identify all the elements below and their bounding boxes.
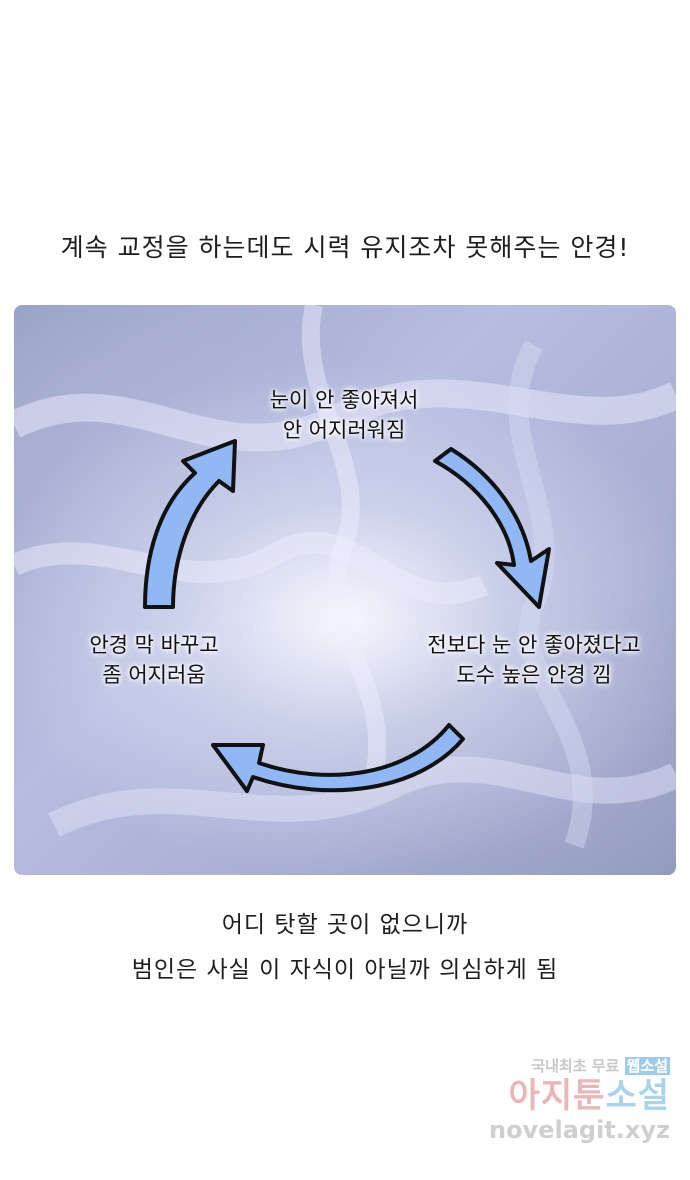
site-watermark: 국내최초 무료 웹소설 아지툰소설 novelagit.xyz	[470, 1055, 670, 1144]
caption-bottom-line1: 어디 탓할 곳이 없으니까	[221, 912, 469, 938]
caption-bottom-line2: 범인은 사실 이 자식이 아닐까 의심하게 됨	[131, 957, 559, 983]
cycle-step-left-line1: 안경 막 바꾸고	[89, 633, 219, 657]
watermark-tag-highlight: 웹소설	[624, 1057, 670, 1075]
arrow-clockwise-bottom	[211, 723, 465, 793]
caption-top: 계속 교정을 하는데도 시력 유지조차 못해주는 안경!	[60, 233, 630, 262]
cycle-step-top-line1: 눈이 안 좋아져서	[269, 388, 419, 412]
cycle-panel: 눈이 안 좋아져서 안 어지러워짐 전보다 눈 안 좋아졌다고 도수 높은 안경…	[14, 305, 676, 875]
watermark-tag-prefix: 국내최초 무료	[531, 1057, 620, 1075]
cycle-step-left: 안경 막 바꾸고 좀 어지러움	[54, 630, 254, 690]
marble-texture	[14, 305, 676, 849]
watermark-tagline: 국내최초 무료 웹소설	[470, 1055, 670, 1076]
cycle-step-right-line1: 전보다 눈 안 좋아졌다고	[427, 633, 641, 657]
watermark-title: 아지툰소설	[470, 1076, 670, 1116]
arrow-clockwise-right	[433, 447, 551, 609]
watermark-url: novelagit.xyz	[488, 1116, 670, 1144]
cycle-step-top: 눈이 안 좋아져서 안 어지러워짐	[244, 385, 444, 445]
arrow-clockwise-left	[143, 439, 237, 609]
cycle-step-right: 전보다 눈 안 좋아졌다고 도수 높은 안경 낌	[389, 630, 676, 690]
watermark-title-b: 소설	[605, 1076, 670, 1116]
cycle-step-left-line2: 좀 어지러움	[102, 663, 206, 687]
cycle-step-top-line2: 안 어지러워짐	[282, 418, 406, 442]
cycle-step-right-line2: 도수 높은 안경 낌	[456, 663, 612, 687]
watermark-title-a: 아지툰	[508, 1076, 606, 1116]
